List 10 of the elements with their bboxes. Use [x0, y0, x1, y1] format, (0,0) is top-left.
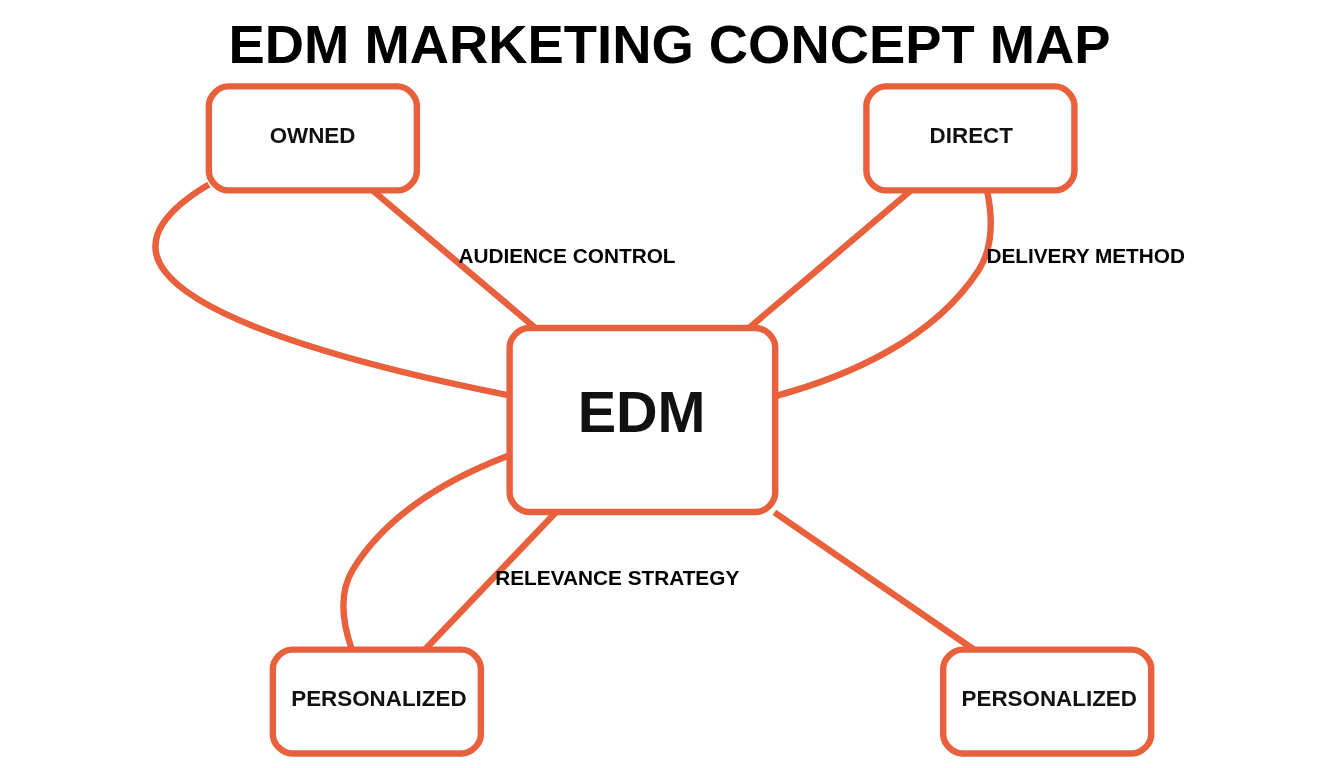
edge-label: DELIVERY METHOD	[985, 244, 1185, 268]
node-box: PERSONALIZED	[939, 646, 1154, 757]
edge-label: RELEVANCE STRATEGY	[494, 565, 739, 589]
edge-label: AUDIENCE CONTROL	[457, 244, 675, 268]
node-box: EDM	[505, 324, 778, 516]
diagram-title: EDM MARKETING CONCEPT MAP	[228, 13, 1111, 75]
node-box: PERSONALIZED	[269, 646, 484, 757]
node-box: DIRECT	[862, 83, 1078, 194]
connector	[151, 181, 510, 399]
node-box: OWNED	[205, 83, 420, 194]
